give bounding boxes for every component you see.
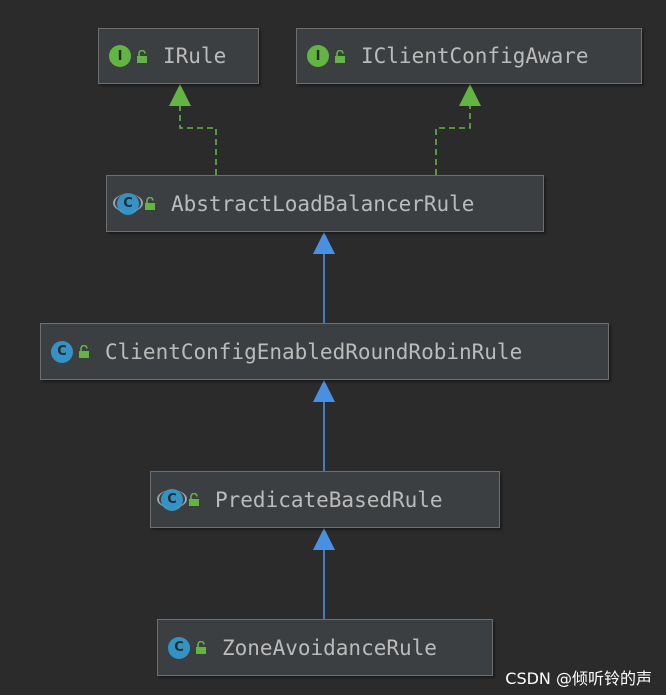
arrowhead-implements-irule: [169, 84, 191, 106]
class-node-irule[interactable]: I IRule: [98, 28, 259, 84]
unlocked-public-icon: [189, 493, 199, 506]
class-node-clientconfigenabledroundrobinrule[interactable]: C ClientConfigEnabledRoundRobinRule: [40, 323, 609, 380]
interface-icon: I: [109, 45, 131, 67]
class-icon: C: [51, 340, 73, 363]
arrowhead-extends-predicatebasedrule: [313, 528, 335, 550]
class-name: IClientConfigAware: [361, 44, 589, 68]
class-name: AbstractLoadBalancerRule: [171, 191, 475, 216]
class-node-predicatebasedrule[interactable]: C PredicateBasedRule: [150, 471, 500, 528]
class-name: ClientConfigEnabledRoundRobinRule: [105, 339, 523, 364]
watermark: CSDN @倾听铃的声: [505, 669, 652, 688]
class-name: PredicateBasedRule: [215, 487, 443, 512]
class-node-abstractloadbalancerrule[interactable]: C AbstractLoadBalancerRule: [106, 175, 544, 232]
abstract-class-icon: C: [113, 192, 143, 215]
unlocked-public-icon: [196, 641, 206, 654]
class-icon: C: [168, 636, 190, 659]
unlocked-public-icon: [137, 49, 147, 63]
arrowhead-extends-abstractloadbalancerrule: [313, 232, 335, 254]
edge-implements-irule: [179, 105, 217, 175]
class-name: IRule: [163, 44, 227, 68]
unlocked-public-icon: [79, 345, 89, 358]
abstract-class-icon: C: [157, 488, 187, 511]
arrowhead-extends-clientconfigenabledroundrobinrule: [313, 380, 335, 402]
unlocked-public-icon: [145, 197, 155, 210]
class-node-iclientconfigaware[interactable]: I IClientConfigAware: [296, 28, 642, 84]
edge-implements-iclientconfigaware: [435, 105, 471, 175]
class-name: ZoneAvoidanceRule: [222, 635, 437, 660]
interface-icon: I: [307, 45, 329, 67]
class-node-zoneavoidancerule[interactable]: C ZoneAvoidanceRule: [157, 619, 493, 676]
unlocked-public-icon: [335, 49, 345, 63]
arrowhead-implements-iclientconfigaware: [459, 84, 481, 106]
